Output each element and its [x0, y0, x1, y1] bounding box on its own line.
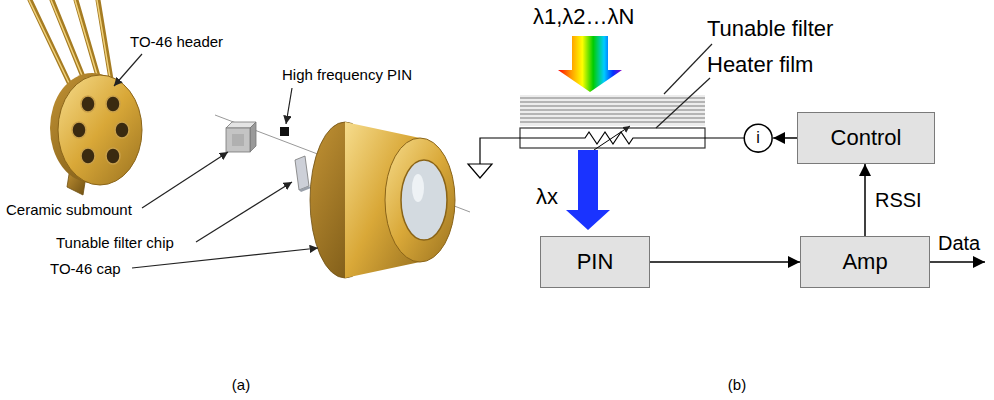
submount-front	[226, 128, 250, 152]
submount-side	[250, 122, 256, 152]
label-text: Tunable filter	[707, 16, 833, 41]
label-text: Data	[938, 232, 980, 254]
data-output-arrow	[930, 261, 985, 263]
wavelength-label: λx	[536, 184, 558, 209]
filter-layer	[520, 97, 705, 99]
label-text: Ceramic submount	[6, 201, 132, 218]
panel-label: (a)	[232, 376, 250, 393]
label-text: (b)	[728, 376, 746, 393]
amplifier-box: Amp	[800, 236, 930, 288]
selected-wavelength-arrow	[566, 150, 610, 230]
label-text: TO-46 cap	[50, 260, 121, 277]
node-text: Control	[831, 125, 902, 150]
filter-chip	[295, 156, 309, 190]
filter-layer	[520, 113, 705, 115]
leader-line	[114, 54, 142, 86]
filter-layer	[520, 101, 705, 103]
heater-wire	[705, 137, 746, 138]
wavelength-label: λ1,λ2…λN	[533, 4, 634, 29]
part-label: Tunable filter	[707, 16, 833, 41]
leader-line	[656, 78, 710, 128]
part-label: Heater film	[707, 52, 813, 77]
leader-line	[132, 248, 318, 268]
multi-wavelength-arrow	[558, 36, 622, 92]
node-text: PIN	[577, 249, 614, 274]
header-face	[58, 75, 142, 185]
current-source-circle: i	[743, 123, 773, 153]
ground-symbol	[468, 164, 492, 178]
pin-chip	[280, 127, 289, 136]
leader-line	[196, 182, 292, 242]
submount-recess	[232, 134, 244, 146]
feedthrough-hole	[81, 148, 95, 164]
signal-connector	[650, 261, 800, 263]
feedthrough-hole	[106, 96, 120, 112]
label-text: High frequency PIN	[282, 66, 412, 83]
edge-label: RSSI	[873, 189, 924, 212]
label-text: (a)	[232, 376, 250, 393]
label-text: TO-46 header	[130, 33, 223, 50]
label-text: λx	[536, 184, 558, 209]
part-label: TO-46 header	[130, 33, 223, 50]
filter-layer	[520, 121, 705, 123]
node-text: Amp	[842, 249, 887, 274]
label-text: λ1,λ2…λN	[533, 4, 634, 29]
signal-connector	[864, 164, 866, 236]
photodiode-box: PIN	[540, 236, 650, 288]
current-source-symbol	[744, 124, 772, 152]
signal-name: Data	[938, 232, 980, 255]
feedthrough-hole	[72, 122, 86, 138]
part-label: TO-46 cap	[50, 260, 121, 277]
leader-line	[286, 88, 292, 124]
panel-label: (b)	[728, 376, 746, 393]
signal-connector	[773, 137, 797, 139]
leader-line	[142, 152, 228, 208]
variable-arrow	[594, 126, 630, 150]
filter-stack	[520, 95, 705, 126]
leader-line	[664, 44, 712, 94]
filter-layer	[520, 117, 705, 119]
filter-layers	[520, 97, 705, 123]
feedthrough-hole	[81, 96, 95, 112]
ground-wire	[480, 138, 520, 164]
header-holes	[72, 96, 129, 164]
feedthrough-hole	[115, 122, 129, 138]
feedthrough-hole	[106, 148, 120, 164]
label-text: Heater film	[707, 52, 813, 77]
filter-layer	[520, 105, 705, 107]
control-box: Control	[797, 112, 935, 164]
filter-chip-edge	[299, 186, 311, 192]
part-label: Tunable filter chip	[56, 234, 174, 251]
node-text: i	[756, 129, 760, 147]
cap-window	[401, 160, 447, 240]
part-label: Ceramic submount	[6, 201, 132, 218]
window-glint	[412, 174, 424, 202]
label-text: Tunable filter chip	[56, 234, 174, 251]
signal-name: RSSI	[873, 189, 924, 211]
filter-layer	[520, 109, 705, 111]
part-label: High frequency PIN	[282, 66, 412, 83]
cap-face	[385, 138, 455, 262]
